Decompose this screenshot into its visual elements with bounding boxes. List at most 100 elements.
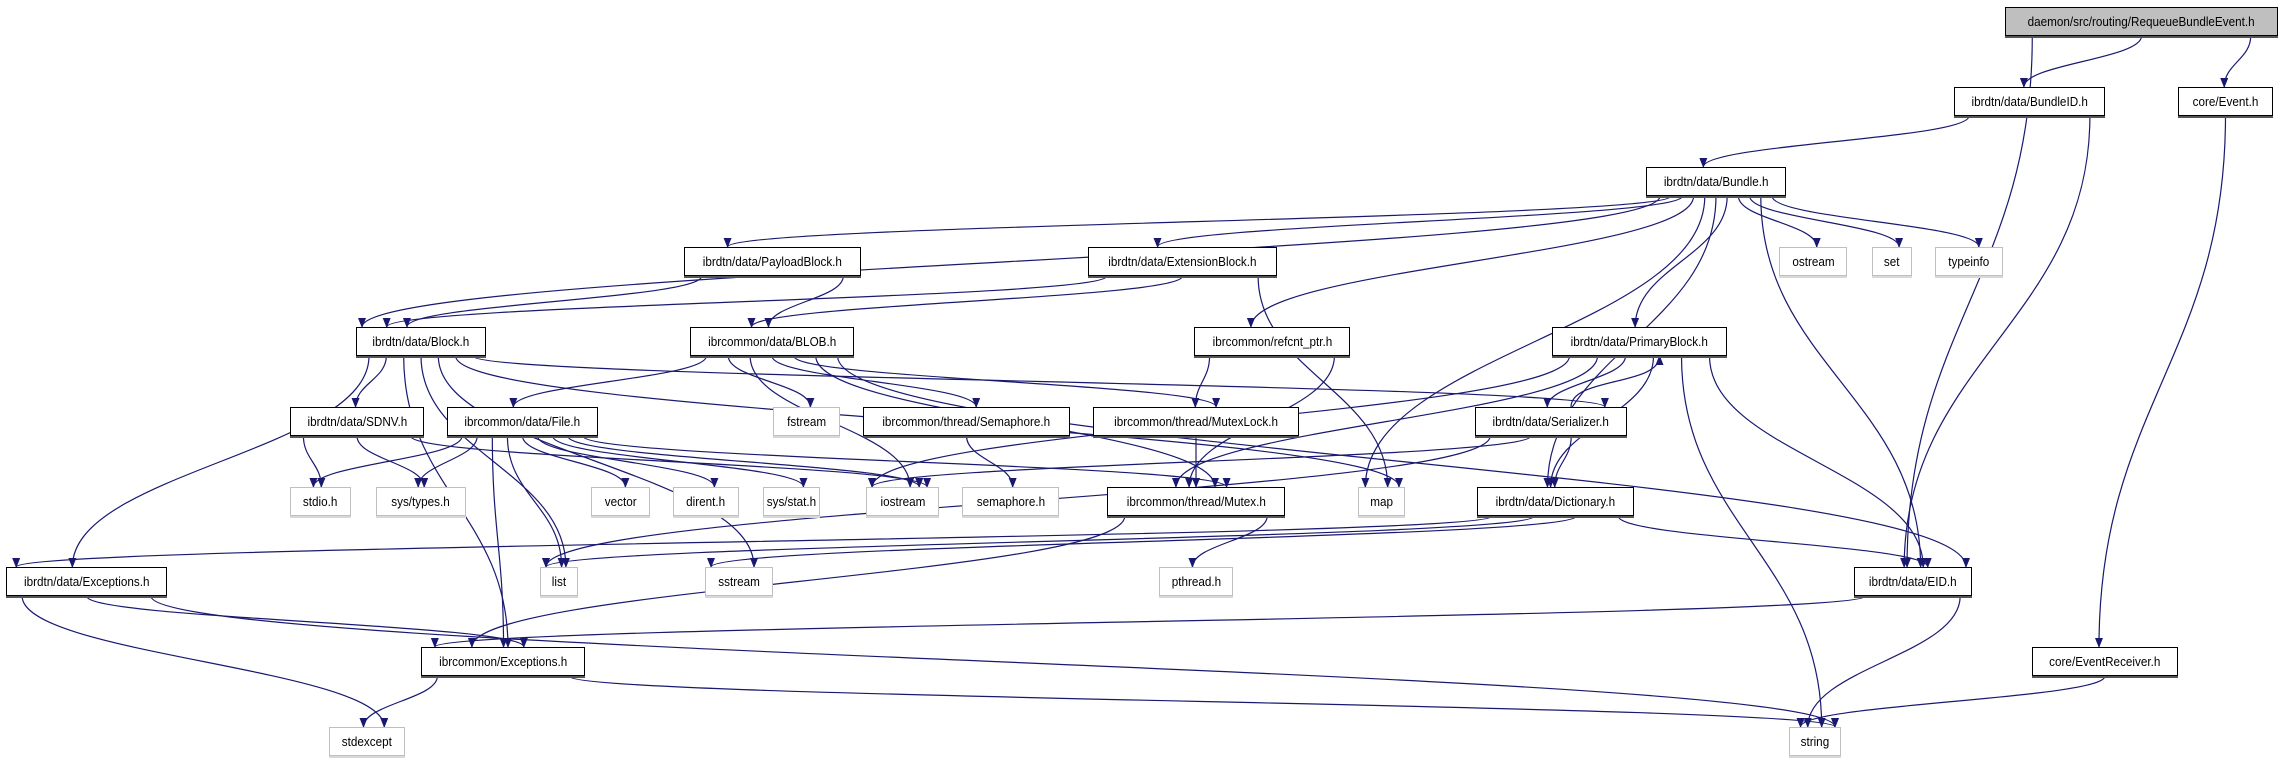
node-label: fstream bbox=[786, 414, 827, 429]
node-pthread: pthread.h bbox=[1159, 567, 1233, 596]
node-extension[interactable]: ibrdtn/data/ExtensionBlock.h bbox=[1088, 247, 1277, 276]
node-label: set bbox=[1884, 254, 1900, 269]
node-requeue[interactable]: daemon/src/routing/RequeueBundleEvent.h bbox=[2005, 7, 2278, 36]
edge-serializer-to-primary bbox=[1570, 355, 1664, 408]
edge-primary-to-serializer bbox=[1543, 355, 1627, 408]
node-label: ibrdtn/data/Exceptions.h bbox=[23, 574, 150, 589]
node-set: set bbox=[1872, 247, 1912, 276]
edge-block-to-sstream bbox=[437, 355, 759, 568]
edge-bundle-to-primary bbox=[1631, 195, 1728, 328]
node-exc-data[interactable]: ibrdtn/data/Exceptions.h bbox=[6, 567, 167, 596]
edge-dictionary-to-exc-data bbox=[12, 515, 1494, 568]
node-refcnt[interactable]: ibrcommon/refcnt_ptr.h bbox=[1194, 327, 1350, 356]
node-eid[interactable]: ibrdtn/data/EID.h bbox=[1854, 567, 1972, 596]
node-label: daemon/src/routing/RequeueBundleEvent.h bbox=[2027, 14, 2255, 29]
node-mutexlock[interactable]: ibrcommon/thread/MutexLock.h bbox=[1093, 407, 1299, 436]
node-block[interactable]: ibrdtn/data/Block.h bbox=[356, 327, 486, 356]
node-list: list bbox=[540, 567, 578, 596]
node-primary[interactable]: ibrdtn/data/PrimaryBlock.h bbox=[1552, 327, 1727, 356]
node-label: ibrdtn/data/Bundle.h bbox=[1663, 174, 1769, 189]
node-label: stdexcept bbox=[341, 734, 393, 749]
node-label: ibrcommon/refcnt_ptr.h bbox=[1212, 334, 1332, 349]
edge-exc-common-to-string bbox=[568, 675, 1839, 728]
node-exc-common[interactable]: ibrcommon/Exceptions.h bbox=[421, 647, 585, 676]
node-label: ibrdtn/data/BundleID.h bbox=[1971, 94, 2088, 109]
edge-bundle-to-set bbox=[1749, 195, 1904, 248]
node-sdnv[interactable]: ibrdtn/data/SDNV.h bbox=[290, 407, 424, 436]
edge-primary-to-mutex bbox=[1171, 355, 1599, 488]
node-event[interactable]: core/Event.h bbox=[2178, 87, 2273, 116]
edge-serializer-to-dictionary bbox=[1550, 435, 1572, 488]
edge-file-to-sysstat bbox=[552, 435, 808, 488]
node-label: vector bbox=[604, 494, 637, 509]
edge-bundle-to-extension bbox=[1153, 195, 1683, 248]
edge-file-to-iostream bbox=[567, 435, 924, 488]
edge-exc-common-to-stdexcept bbox=[359, 675, 438, 728]
node-iostream: iostream bbox=[866, 487, 939, 516]
node-label: ibrdtn/data/PrimaryBlock.h bbox=[1570, 334, 1709, 349]
node-systypes: sys/types.h bbox=[376, 487, 466, 516]
node-eventreceiver[interactable]: core/EventReceiver.h bbox=[2032, 647, 2178, 676]
edge-extension-to-blob bbox=[747, 275, 1184, 328]
node-label: pthread.h bbox=[1171, 574, 1221, 589]
node-bundleid[interactable]: ibrdtn/data/BundleID.h bbox=[1954, 87, 2105, 116]
node-label: ibrdtn/data/SDNV.h bbox=[307, 414, 407, 429]
edge-exc-data-to-exc-common bbox=[85, 595, 528, 648]
node-sysstat: sys/stat.h bbox=[763, 487, 820, 516]
node-label: string bbox=[1800, 734, 1830, 749]
edge-sdnv-to-iostream bbox=[410, 435, 931, 488]
node-label: ibrdtn/data/PayloadBlock.h bbox=[702, 254, 843, 269]
node-string: string bbox=[1789, 727, 1841, 756]
node-label: ibrdtn/data/Serializer.h bbox=[1492, 414, 1610, 429]
node-ostream: ostream bbox=[1779, 247, 1847, 276]
node-label: sstream bbox=[718, 574, 760, 589]
edge-file-to-dirent bbox=[537, 435, 719, 488]
edge-blob-to-fstream bbox=[727, 355, 815, 408]
edge-eid-to-string bbox=[1803, 595, 1961, 728]
edge-bundle-to-payload bbox=[723, 195, 1672, 248]
edge-bundle-to-block bbox=[358, 195, 1661, 328]
node-bundle[interactable]: ibrdtn/data/Bundle.h bbox=[1646, 167, 1786, 196]
edge-bundle-to-refcnt bbox=[1246, 195, 1695, 328]
edge-extension-to-map bbox=[1257, 275, 1392, 488]
node-label: ibrcommon/Exceptions.h bbox=[438, 654, 568, 669]
node-label: sys/stat.h bbox=[766, 494, 817, 509]
edge-bundleid-to-eid bbox=[1900, 115, 2091, 568]
edge-payload-to-blob bbox=[764, 275, 844, 328]
edge-requeue-to-event bbox=[2220, 35, 2252, 88]
edge-file-to-stdio bbox=[309, 435, 463, 488]
node-payload[interactable]: ibrdtn/data/PayloadBlock.h bbox=[684, 247, 861, 276]
node-label: ibrdtn/data/Block.h bbox=[372, 334, 470, 349]
node-label: core/EventReceiver.h bbox=[2049, 654, 2161, 669]
edge-dictionary-to-eid bbox=[1617, 515, 1932, 568]
node-blob[interactable]: ibrcommon/data/BLOB.h bbox=[690, 327, 854, 356]
node-label: ibrcommon/thread/MutexLock.h bbox=[1114, 414, 1278, 429]
edge-bundle-to-eid bbox=[1760, 195, 1925, 568]
node-stdio: stdio.h bbox=[290, 487, 351, 516]
node-dictionary[interactable]: ibrdtn/data/Dictionary.h bbox=[1477, 487, 1634, 516]
node-label: semaphore.h bbox=[976, 494, 1045, 509]
node-file[interactable]: ibrcommon/data/File.h bbox=[447, 407, 598, 436]
node-semaphore[interactable]: ibrcommon/thread/Semaphore.h bbox=[863, 407, 1070, 436]
edge-file-to-systypes bbox=[414, 435, 478, 488]
node-serializer[interactable]: ibrdtn/data/Serializer.h bbox=[1475, 407, 1627, 436]
edge-event-to-eventreceiver bbox=[2094, 115, 2227, 648]
node-mutex[interactable]: ibrcommon/thread/Mutex.h bbox=[1107, 487, 1285, 516]
edge-mutex-to-exc-common bbox=[468, 515, 1126, 648]
node-label: core/Event.h bbox=[2192, 94, 2259, 109]
edge-blob-to-mutexlock bbox=[793, 355, 1220, 408]
edge-file-to-mutex bbox=[582, 435, 1231, 488]
edge-bundle-to-typeinfo bbox=[1771, 195, 1983, 248]
node-typeinfo: typeinfo bbox=[1935, 247, 2003, 276]
node-label: ibrcommon/thread/Mutex.h bbox=[1126, 494, 1266, 509]
node-dirent: dirent.h bbox=[673, 487, 739, 516]
node-stdexcept: stdexcept bbox=[329, 727, 405, 756]
node-label: iostream bbox=[880, 494, 925, 509]
node-label: ibrdtn/data/EID.h bbox=[1869, 574, 1957, 589]
edge-dictionary-to-sstream bbox=[707, 515, 1578, 568]
edge-requeue-to-eid bbox=[1903, 35, 2033, 568]
edge-primary-to-eid bbox=[1708, 355, 1928, 568]
edge-dictionary-to-list bbox=[542, 515, 1536, 568]
node-sstream: sstream bbox=[705, 567, 773, 596]
